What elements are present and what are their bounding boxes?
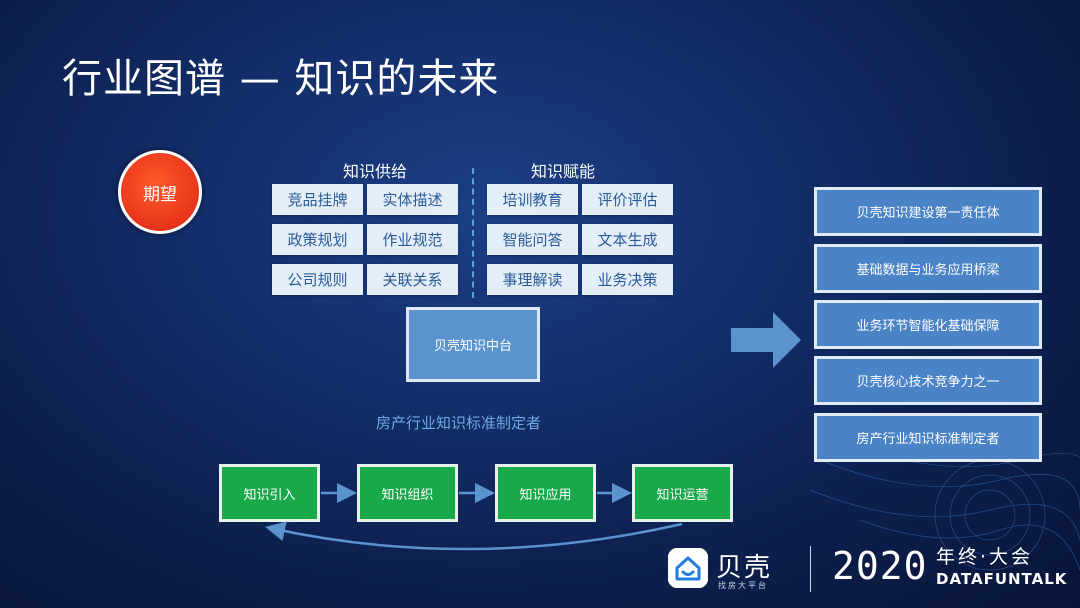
supply-item: 实体描述 <box>367 184 458 215</box>
supply-item: 竞品挂牌 <box>272 184 363 215</box>
page-title: 行业图谱 — 知识的未来 <box>62 56 500 102</box>
big-right-arrow-icon <box>731 312 801 368</box>
event-organizer: DATAFUNTALK <box>936 570 1068 588</box>
brand-name: 贝壳 <box>716 553 773 583</box>
supply-item: 公司规则 <box>272 264 363 295</box>
empower-item: 培训教育 <box>487 184 578 215</box>
empower-item: 智能问答 <box>487 224 578 255</box>
footer-divider <box>810 546 811 592</box>
empower-item: 文本生成 <box>582 224 673 255</box>
supply-item: 关联关系 <box>367 264 458 295</box>
flow-subtitle: 房产行业知识标准制定者 <box>376 414 542 432</box>
right-box: 贝壳核心技术竞争力之一 <box>814 356 1042 405</box>
flow-step-operate: 知识运营 <box>632 464 733 522</box>
event-year: 2020 <box>832 544 928 588</box>
flow-step-apply: 知识应用 <box>495 464 596 522</box>
loop-arrow <box>265 521 683 551</box>
supply-item: 作业规范 <box>367 224 458 255</box>
beike-logo-icon <box>668 548 708 588</box>
empower-heading: 知识赋能 <box>531 162 596 181</box>
empower-item: 业务决策 <box>582 264 673 295</box>
flow-step-organize: 知识组织 <box>357 464 458 522</box>
event-name: 年终·大会 <box>936 546 1034 568</box>
knowledge-platform-box: 贝壳知识中台 <box>406 307 540 382</box>
expectation-badge: 期望 <box>118 150 202 234</box>
right-box: 基础数据与业务应用桥梁 <box>814 244 1042 293</box>
flow-step-import: 知识引入 <box>219 464 320 522</box>
column-divider <box>472 168 474 298</box>
empower-item: 评价评估 <box>582 184 673 215</box>
empower-item: 事理解读 <box>487 264 578 295</box>
right-box: 房产行业知识标准制定者 <box>814 413 1042 462</box>
supply-heading: 知识供给 <box>343 162 408 181</box>
supply-item: 政策规划 <box>272 224 363 255</box>
brand-tagline: 找房大平台 <box>718 581 768 590</box>
right-box: 业务环节智能化基础保障 <box>814 300 1042 349</box>
right-box: 贝壳知识建设第一责任体 <box>814 187 1042 236</box>
